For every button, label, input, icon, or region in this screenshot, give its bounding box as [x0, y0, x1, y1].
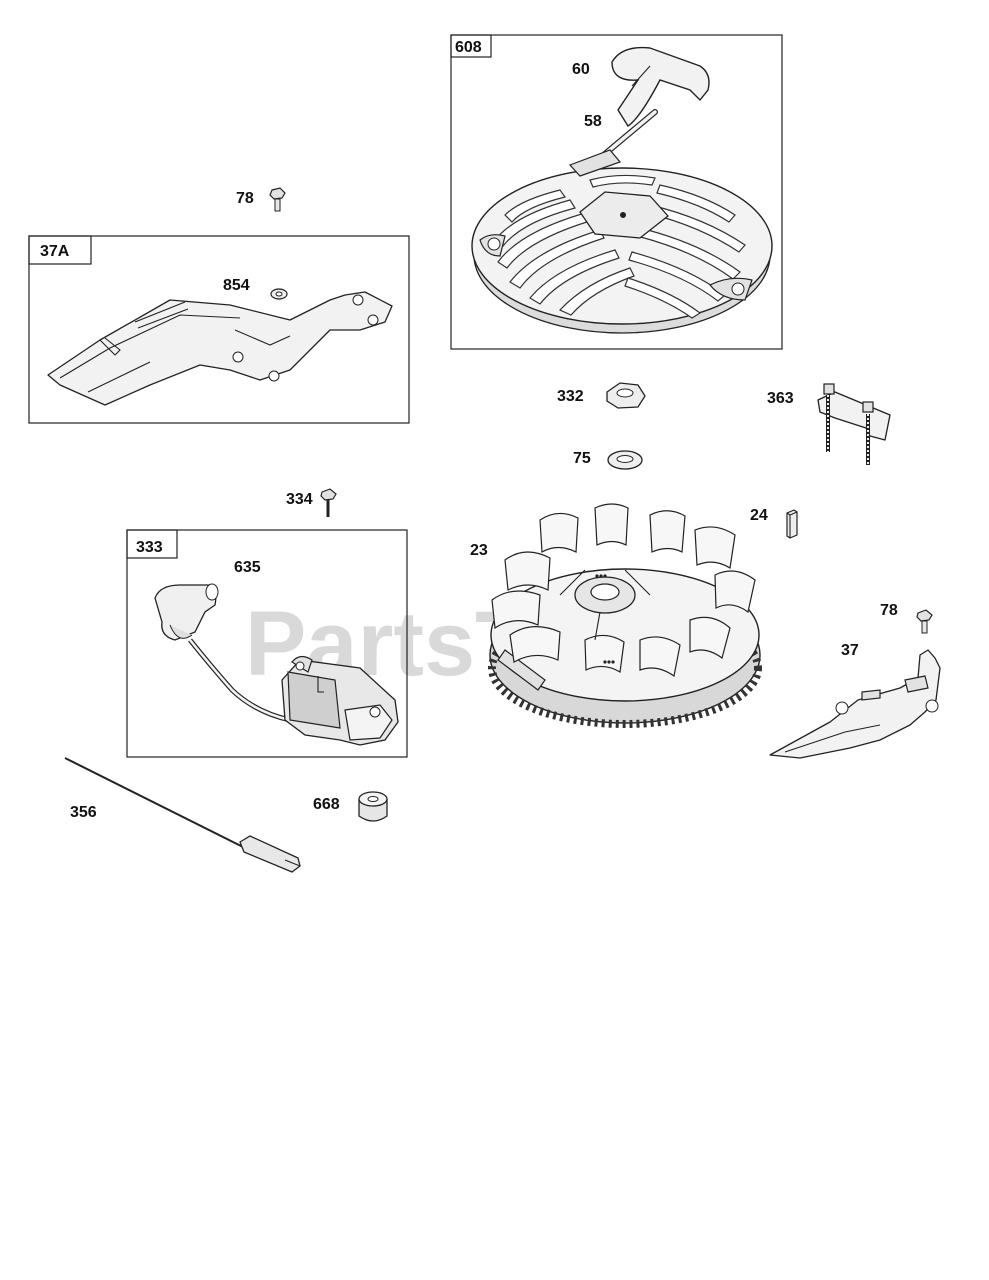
group-608-frame	[450, 34, 783, 350]
starter-handle[interactable]	[611, 46, 710, 127]
label-332: 332	[557, 388, 584, 405]
label-854: 854	[223, 277, 250, 294]
group-333-tag-box	[126, 529, 178, 559]
spark-plug-boot-635[interactable]	[154, 583, 219, 641]
starter-housing[interactable]	[471, 167, 773, 334]
label-23: 23	[470, 542, 488, 559]
label-24: 24	[750, 507, 768, 524]
label-60: 60	[572, 61, 590, 78]
group-37a: 37A	[28, 235, 410, 424]
label-78-top: 78	[236, 190, 254, 207]
screw-334[interactable]	[320, 488, 337, 517]
label-334: 334	[286, 491, 313, 508]
label-37: 37	[841, 642, 859, 659]
group-333-frame	[126, 529, 408, 758]
group-37a-frame	[28, 235, 410, 424]
group-37a-tag-box	[28, 235, 92, 265]
key-24[interactable]	[786, 509, 798, 539]
bracket-363[interactable]	[817, 383, 891, 465]
group-608-tag-box	[450, 34, 492, 58]
spacer-668[interactable]	[358, 791, 388, 822]
nut-332[interactable]	[606, 382, 646, 409]
label-363: 363	[767, 390, 794, 407]
label-635: 635	[234, 559, 261, 576]
air-vane-37[interactable]	[769, 649, 941, 759]
screw-78-top[interactable]	[269, 187, 286, 212]
label-78-right: 78	[880, 602, 898, 619]
label-58: 58	[584, 113, 602, 130]
label-668: 668	[313, 796, 340, 813]
flywheel-23[interactable]	[488, 503, 762, 728]
label-75: 75	[573, 450, 591, 467]
air-guide[interactable]	[47, 291, 393, 406]
washer-75[interactable]	[607, 450, 643, 470]
group-333-tag: 333	[136, 539, 163, 556]
group-333: 333	[126, 529, 408, 758]
rope-guide	[568, 149, 622, 177]
label-356: 356	[70, 804, 97, 821]
armature-333[interactable]	[281, 655, 399, 746]
screw-78-right[interactable]	[916, 609, 933, 634]
ground-wire-356[interactable]	[64, 757, 301, 873]
group-608: 608	[450, 34, 783, 350]
group-608-tag: 608	[455, 39, 482, 56]
group-37a-tag: 37A	[40, 243, 70, 260]
